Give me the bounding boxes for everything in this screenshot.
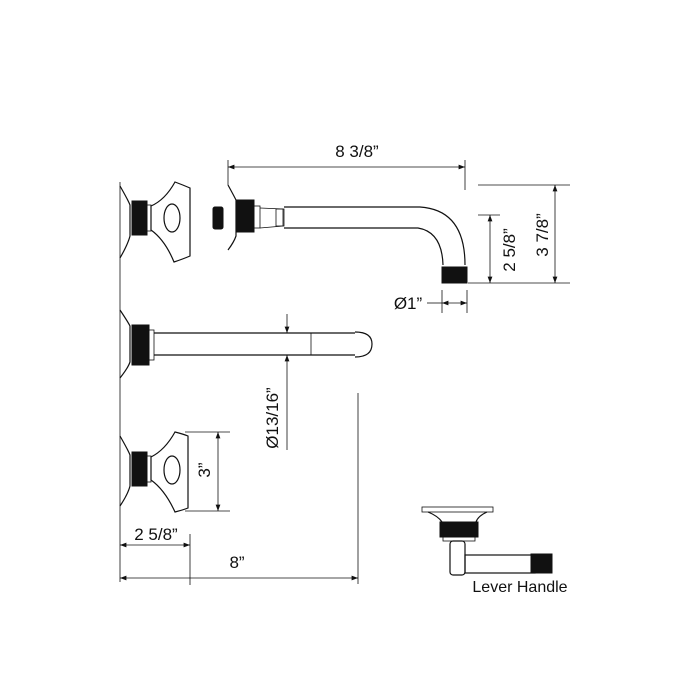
bottom-cross-handle: [119, 431, 189, 513]
middle-spout: [119, 309, 373, 379]
dim-bottom: 2 5/8” 8”: [120, 393, 359, 585]
label-lever-handle: Lever Handle: [472, 579, 567, 596]
lever-handle-detail: Lever Handle: [421, 506, 568, 596]
label-outlet-diameter: Ø1”: [394, 294, 423, 313]
dim-spout-vertical: 2 5/8” 3 7/8”: [468, 184, 570, 284]
dim-handle-height: 3”: [185, 431, 230, 512]
label-spout-length: 8 3/8”: [335, 142, 379, 161]
label-spout-height: 3 7/8”: [533, 213, 552, 257]
label-handle-offset: 2 5/8”: [134, 525, 178, 544]
label-handle-height: 3”: [195, 462, 214, 477]
top-spout: [212, 184, 468, 284]
dim-outlet-diameter: Ø1”: [394, 290, 468, 313]
label-tube-diameter: Ø13/16”: [263, 387, 282, 449]
label-spout-drop: 2 5/8”: [500, 228, 519, 272]
dim-tube-diameter: Ø13/16”: [263, 314, 290, 450]
label-overall-width: 8”: [229, 553, 244, 572]
top-cross-handle: [119, 181, 191, 263]
dim-spout-length: 8 3/8”: [227, 142, 466, 190]
